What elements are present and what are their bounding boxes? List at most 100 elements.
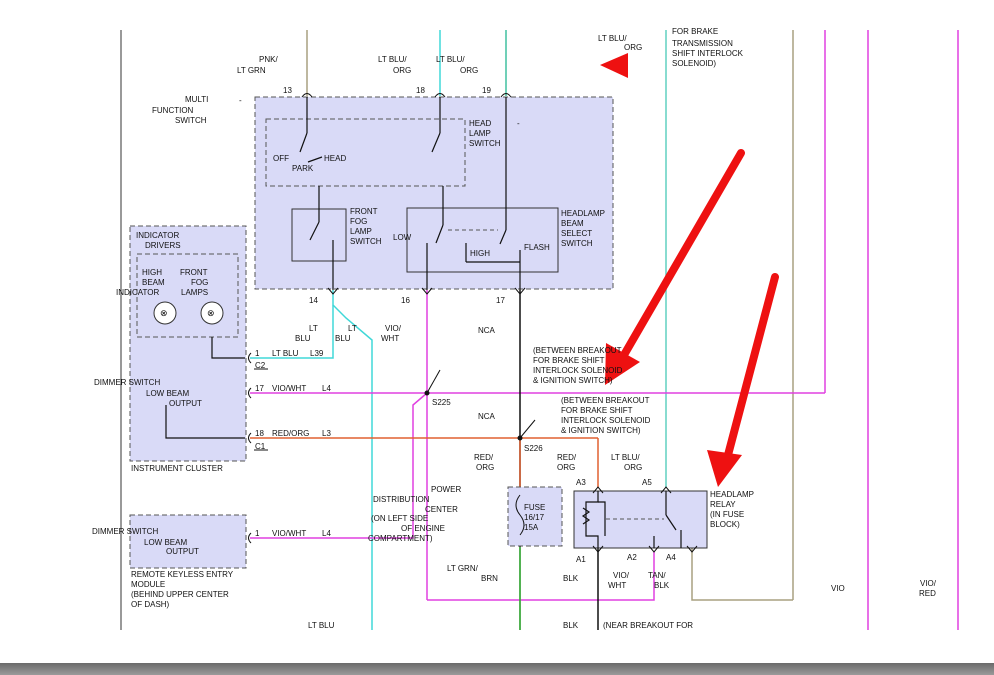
cluster-connectors [248,352,268,451]
pin-label: 17 [496,296,505,305]
label: LOW BEAM [146,389,189,398]
label: FOR BRAKE SHIFT [533,356,605,365]
red-arrow-2 [707,273,779,487]
label: BEAM [142,278,165,287]
label: (NEAR BREAKOUT FOR [603,621,693,630]
label: C2 [255,361,266,370]
wire-cyan-l39 [250,305,334,359]
label: SELECT [561,229,592,238]
label: VIO [831,584,845,593]
label: PNK/ [259,55,278,64]
label: VIO/WHT [272,529,306,538]
red-arrow-pointer [600,53,628,78]
label: NCA [478,326,496,335]
label: LT GRN/ [447,564,479,573]
label: PARK [292,164,314,173]
label: & IGNITION SWITCH) [533,376,613,385]
lamp-a-glyph: ⊗ [160,308,168,318]
label: DIMMER SWITCH [92,527,158,536]
label: LAMPS [181,288,208,297]
fuse-box [507,486,563,547]
label: INDICATOR [116,288,159,297]
label: FLASH [524,243,550,252]
label: LAMP [350,227,372,236]
beam-select-switch-box [406,207,559,273]
label: & IGNITION SWITCH) [561,426,641,435]
label: VIO/ [613,571,630,580]
label: BRN [481,574,498,583]
label: FOG [350,217,367,226]
label: RELAY [710,500,736,509]
label: WHT [381,334,399,343]
label: LT GRN [237,66,266,75]
labels: PNK/ LT GRN LT BLU/ ORG LT BLU/ ORG LT B… [92,27,937,630]
label: WHT [608,581,626,590]
label: LT BLU [308,621,335,630]
label: L4 [322,384,331,393]
label: 1 [255,529,260,538]
label: POWER [431,485,461,494]
label: TAN/ [648,571,666,580]
label: DRIVERS [145,241,181,250]
label: 15A [524,523,539,532]
label: LT BLU/ [611,453,640,462]
label: DIMMER SWITCH [94,378,160,387]
label: FRONT [180,268,208,277]
label: VIO/ [385,324,402,333]
label: OUTPUT [166,547,199,556]
label: SWITCH [350,237,382,246]
label: (ON LEFT SIDE [371,514,428,523]
label: DISTRIBUTION [373,495,430,504]
label: S225 [432,398,451,407]
label: BLK [563,621,579,630]
label: HIGH [470,249,490,258]
label: MULTI [185,95,208,104]
relay-internal-lines [581,491,682,548]
label: - [517,119,520,128]
label: LT [348,324,357,333]
label: RED/ [474,453,494,462]
label: L3 [322,429,331,438]
label: SWITCH [175,116,207,125]
label: INTERLOCK SOLENOID [561,416,651,425]
leader-s225 [426,369,441,394]
label: ORG [624,463,642,472]
label: COMPARTMENT) [368,534,433,543]
label: HEADLAMP [710,490,754,499]
label: BLOCK) [710,520,740,529]
red-arrow-1 [605,149,745,385]
label: REMOTE KEYLESS ENTRY [131,570,234,579]
label: 17 [255,384,264,393]
label: TRANSMISSION [672,39,733,48]
label: FRONT [350,207,378,216]
label: LT BLU/ [598,34,627,43]
label: RED/ [557,453,577,462]
switch-internal-lines [299,97,521,290]
label: FUSE [524,503,545,512]
label: RED/ORG [272,429,309,438]
label: HEAD [324,154,346,163]
label: SWITCH [561,239,593,248]
label: INSTRUMENT CLUSTER [131,464,223,473]
pin-label: 14 [309,296,318,305]
label: L39 [310,349,324,358]
pin-label: A4 [666,553,676,562]
label: LT [309,324,318,333]
label: 16/17 [524,513,545,522]
label: NCA [478,412,496,421]
label: ORG [624,43,642,52]
rke-module-box [129,514,247,569]
indicator-drivers-box [136,253,239,338]
lamp-symbols: ⊗ ⊗ [153,301,224,325]
viewer-bottom-bar [0,663,994,675]
label: HIGH [142,268,162,277]
wire-pink-loop [427,552,655,601]
label: 18 [255,429,264,438]
label: BLK [654,581,670,590]
label: BLU [335,334,351,343]
label: SOLENOID) [672,59,716,68]
label: ORG [557,463,575,472]
wires [250,30,959,630]
bottom-connectors [327,287,526,295]
wire-cyan-14 [332,290,373,630]
